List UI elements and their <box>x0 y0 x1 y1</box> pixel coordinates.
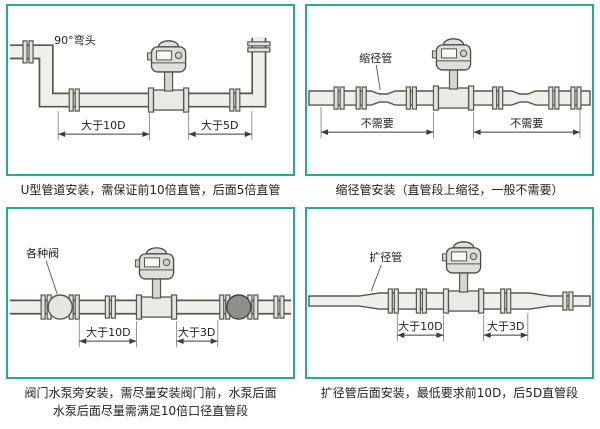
caption-expander: 扩径管后面安装，最低要求前10D，后5D直管段 <box>305 384 594 402</box>
dimension-label-right: 不需要 <box>510 117 543 130</box>
dimension-left: 不需要 <box>320 107 434 139</box>
callout-label: 各种阀 <box>26 246 59 260</box>
dimension-label-left: 大于10D <box>86 325 131 339</box>
panel-valve: 各种阀 大于10D 大于3 <box>6 207 295 426</box>
caption-line: 阀门水泵旁安装，需尽量安装阀门前，水泵后面 <box>24 386 277 400</box>
valve-diagram-frame: 各种阀 大于10D 大于3 <box>6 207 295 379</box>
dimension-right: 大于3D <box>483 313 529 342</box>
valve-diagram: 各种阀 大于10D 大于3 <box>10 246 291 348</box>
caption-reducer: 缩径管安装（直管段上缩径，一般不需要） <box>305 181 594 199</box>
pump-icon <box>226 294 252 320</box>
dimension-right: 大于3D <box>176 320 219 348</box>
flowmeter-icon <box>441 241 485 314</box>
reducer-diagram-frame: 缩径管 不需要 不需要 <box>305 4 594 176</box>
dimension-right: 不需要 <box>473 107 581 139</box>
flowmeter-icon <box>134 247 178 320</box>
leader-line <box>370 264 382 292</box>
flanges <box>333 86 582 110</box>
callout-label: 缩径管 <box>359 51 392 65</box>
flanges <box>387 288 574 314</box>
diagram-grid: 90°弯头 大于10D 大 <box>6 4 594 426</box>
u-type-diagram-frame: 90°弯头 大于10D 大 <box>6 4 295 176</box>
flanges <box>22 40 271 112</box>
panel-reducer: 缩径管 不需要 不需要 <box>305 4 594 205</box>
dimension-right: 大于5D <box>188 111 253 141</box>
caption-u-type: U型管道安装，需保证前10倍直管，后面5倍直管 <box>6 181 295 199</box>
dimension-left: 大于10D <box>57 111 150 141</box>
pipe <box>10 37 267 108</box>
dimension-left: 大于10D <box>396 313 444 342</box>
valve-icon <box>47 294 73 320</box>
flowmeter-icon <box>431 38 475 111</box>
dimension-left: 大于10D <box>78 320 137 348</box>
expander-diagram-frame: 扩径管 大于10D 大于3 <box>305 207 594 379</box>
panel-u-type: 90°弯头 大于10D 大 <box>6 4 295 205</box>
callout-label: 90°弯头 <box>54 33 96 47</box>
dimension-label-right: 大于3D <box>178 325 216 339</box>
dimension-label-left: 大于10D <box>81 118 126 132</box>
u-type-diagram: 90°弯头 大于10D 大 <box>10 33 271 141</box>
callout-label: 扩径管 <box>369 250 402 264</box>
expander-diagram: 扩径管 大于10D 大于3 <box>308 241 591 342</box>
dimension-label-right: 大于3D <box>487 319 525 333</box>
dimension-label-left: 大于10D <box>398 319 443 333</box>
leader-line <box>45 260 58 295</box>
caption-line: 缩径管安装（直管段上缩径，一般不需要） <box>335 183 564 197</box>
flowmeter-icon <box>146 40 190 113</box>
dimension-label-left: 不需要 <box>361 117 394 130</box>
panel-expander: 扩径管 大于10D 大于3 <box>305 207 594 426</box>
dimension-label-right: 大于5D <box>201 118 239 132</box>
caption-line: 水泵后面尽量需满足10倍口径直管段 <box>52 404 249 418</box>
caption-line: U型管道安装，需保证前10倍直管，后面5倍直管 <box>20 183 281 197</box>
leader-line <box>375 64 381 91</box>
caption-valve: 阀门水泵旁安装，需尽量安装阀门前，水泵后面 水泵后面尽量需满足10倍口径直管段 <box>6 384 295 420</box>
caption-line: 扩径管后面安装，最低要求前10D，后5D直管段 <box>320 386 579 400</box>
reducer-diagram: 缩径管 不需要 不需要 <box>308 38 591 139</box>
